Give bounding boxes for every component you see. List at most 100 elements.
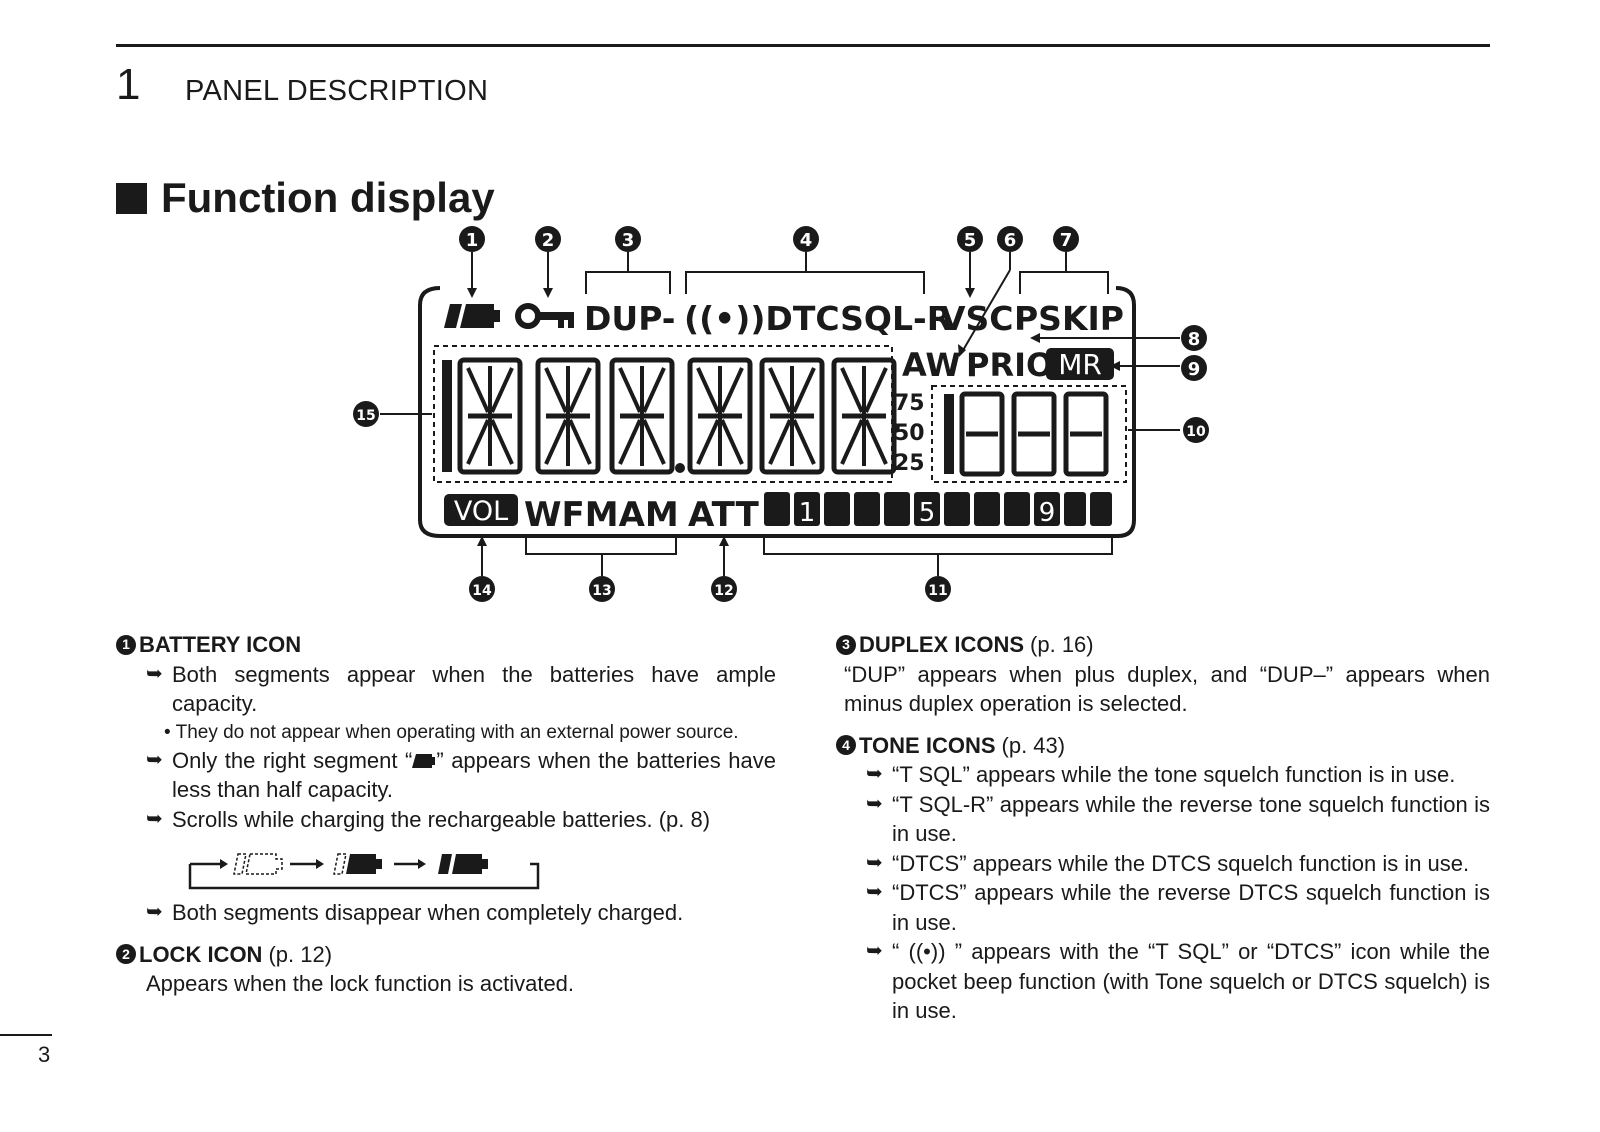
section-title: Function display	[161, 174, 495, 221]
list-item: ➥ Scrolls while charging the rechargeabl…	[116, 805, 776, 835]
top-rule	[116, 44, 1490, 47]
svg-text:2: 2	[542, 230, 555, 251]
frequency-digits	[442, 360, 894, 473]
leader-arrowheads	[467, 288, 1120, 546]
callout-14: 14	[469, 576, 495, 602]
list-item: ➥ “DTCS” appears while the reverse DTCS …	[836, 878, 1490, 937]
arrow-bullet-icon: ➥	[146, 662, 163, 685]
prio-icon: PRIO	[966, 346, 1053, 384]
battery-empty-icon	[233, 853, 283, 875]
duplex-icons-entry: 3 DUPLEX ICONS (p. 16) “DUP” appears whe…	[836, 630, 1490, 719]
sub-note: • They do not appear when operating with…	[164, 721, 739, 743]
arrow-bullet-icon: ➥	[866, 763, 883, 785]
svg-text:10: 10	[1186, 424, 1206, 440]
callout-9: 9	[1181, 355, 1207, 381]
meter-number-1: 1	[799, 498, 816, 528]
entry-number: 1	[116, 634, 136, 655]
small-digit-75: 75	[894, 391, 925, 416]
callout-8: 8	[1181, 325, 1207, 351]
battery-icon	[444, 304, 500, 328]
svg-text:15: 15	[356, 408, 375, 424]
lock-icon	[515, 303, 574, 329]
entry-title: BATTERY ICON	[139, 632, 302, 657]
lock-icon-entry: 2 LOCK ICON (p. 12) Appears when the loc…	[116, 940, 776, 999]
arrow-bullet-icon: ➥	[146, 748, 163, 771]
vsc-icon: VSC	[940, 299, 1014, 338]
section-heading: Function display	[116, 174, 495, 222]
svg-text:1: 1	[466, 230, 479, 251]
charging-sequence	[186, 834, 546, 898]
svg-text:7: 7	[1060, 230, 1073, 251]
chapter-title: PANEL DESCRIPTION	[185, 75, 489, 107]
svg-text:6: 6	[1004, 230, 1017, 251]
right-column: 3 DUPLEX ICONS (p. 16) “DUP” appears whe…	[836, 630, 1490, 1038]
callout-4: 4	[793, 226, 819, 252]
callout-15: 15	[353, 401, 379, 427]
small-digit-25: 25	[894, 451, 925, 476]
svg-text:12: 12	[714, 583, 733, 599]
tone-icons: ((•))DTCSQL-R	[684, 299, 952, 338]
channel-readout-box	[931, 385, 1127, 483]
list-item: ➥ “T SQL” appears while the tone squelch…	[836, 760, 1490, 790]
svg-text:13: 13	[592, 583, 611, 599]
dup-icon: DUP-	[584, 299, 676, 338]
meter-number-5: 5	[919, 498, 936, 528]
arrow-bullet-icon: ➥	[866, 940, 883, 962]
mr-icon-bg	[1046, 348, 1114, 380]
battery-right-segment-icon	[412, 753, 436, 768]
callout-13: 13	[589, 576, 615, 602]
svg-text:4: 4	[800, 230, 813, 251]
callout-2: 2	[535, 226, 561, 252]
callout-12: 12	[711, 576, 737, 602]
arrow-bullet-icon: ➥	[866, 792, 883, 815]
arrow-bullet-icon: ➥	[146, 807, 163, 830]
page-reference: (p. 16)	[1030, 632, 1094, 657]
mr-icon: MR	[1058, 348, 1102, 381]
channel-digits	[944, 394, 1106, 474]
battery-icon-entry: 1 BATTERY ICON ➥ Both segments appear wh…	[116, 630, 776, 928]
battery-full-icon	[438, 854, 488, 874]
list-item: ➥ Both segments appear when the batterie…	[116, 660, 776, 719]
svg-text:14: 14	[472, 583, 492, 599]
list-item: ➥ “T SQL-R” appears while the reverse to…	[836, 790, 1490, 849]
list-item: ➥ Only the right segment “” appears when…	[116, 746, 776, 805]
att-icon: ATT	[688, 495, 760, 535]
callout-1: 1	[459, 226, 485, 252]
meter-number-9: 9	[1039, 498, 1056, 528]
tone-icons-entry: 4 TONE ICONS (p. 43) ➥ “T SQL” appears w…	[836, 731, 1490, 1026]
vol-icon-bg	[444, 494, 518, 526]
entry-title: LOCK ICON	[139, 941, 263, 967]
lcd-frame	[418, 286, 1136, 538]
svg-text:9: 9	[1188, 359, 1201, 380]
entry-title: TONE ICONS	[859, 732, 996, 758]
svg-text:8: 8	[1188, 329, 1201, 350]
entry-number: 4	[836, 735, 856, 756]
svg-text:5: 5	[964, 230, 977, 251]
callout-6: 6	[997, 226, 1023, 252]
page-number: 3	[38, 1042, 51, 1067]
callout-3: 3	[615, 226, 641, 252]
function-display-diagram: DUP- ((•))DTCSQL-R VSC PSKIP AW PRIO MR …	[353, 226, 1209, 602]
list-item: ➥ Both segments disappear when completel…	[116, 898, 776, 928]
page-number-rule	[0, 1034, 52, 1036]
callout-5: 5	[957, 226, 983, 252]
svg-text:11: 11	[928, 583, 947, 599]
entry-number: 2	[116, 944, 136, 965]
entry-title: DUPLEX ICONS	[859, 632, 1025, 657]
entry-text: Appears when the lock function is activa…	[146, 971, 575, 996]
vol-icon: VOL	[454, 496, 508, 527]
arrow-bullet-icon: ➥	[866, 851, 883, 874]
callout-10: 10	[1183, 417, 1209, 443]
list-item: ➥ “DTCS” appears while the DTCS squelch …	[836, 849, 1490, 879]
page-reference: (p. 43)	[1001, 732, 1066, 758]
arrow-bullet-icon: ➥	[866, 881, 883, 903]
callout-7: 7	[1053, 226, 1079, 252]
arrow-bullet-icon: ➥	[146, 901, 163, 923]
entry-text: “DUP” appears when plus duplex, and “DUP…	[844, 661, 1490, 717]
s-meter	[764, 492, 1112, 526]
left-column: 1 BATTERY ICON ➥ Both segments appear wh…	[116, 630, 776, 1011]
callout-11: 11	[925, 576, 951, 602]
leader-lines	[380, 252, 1180, 576]
page-reference: (p. 12)	[268, 941, 333, 967]
svg-text:3: 3	[622, 230, 635, 251]
